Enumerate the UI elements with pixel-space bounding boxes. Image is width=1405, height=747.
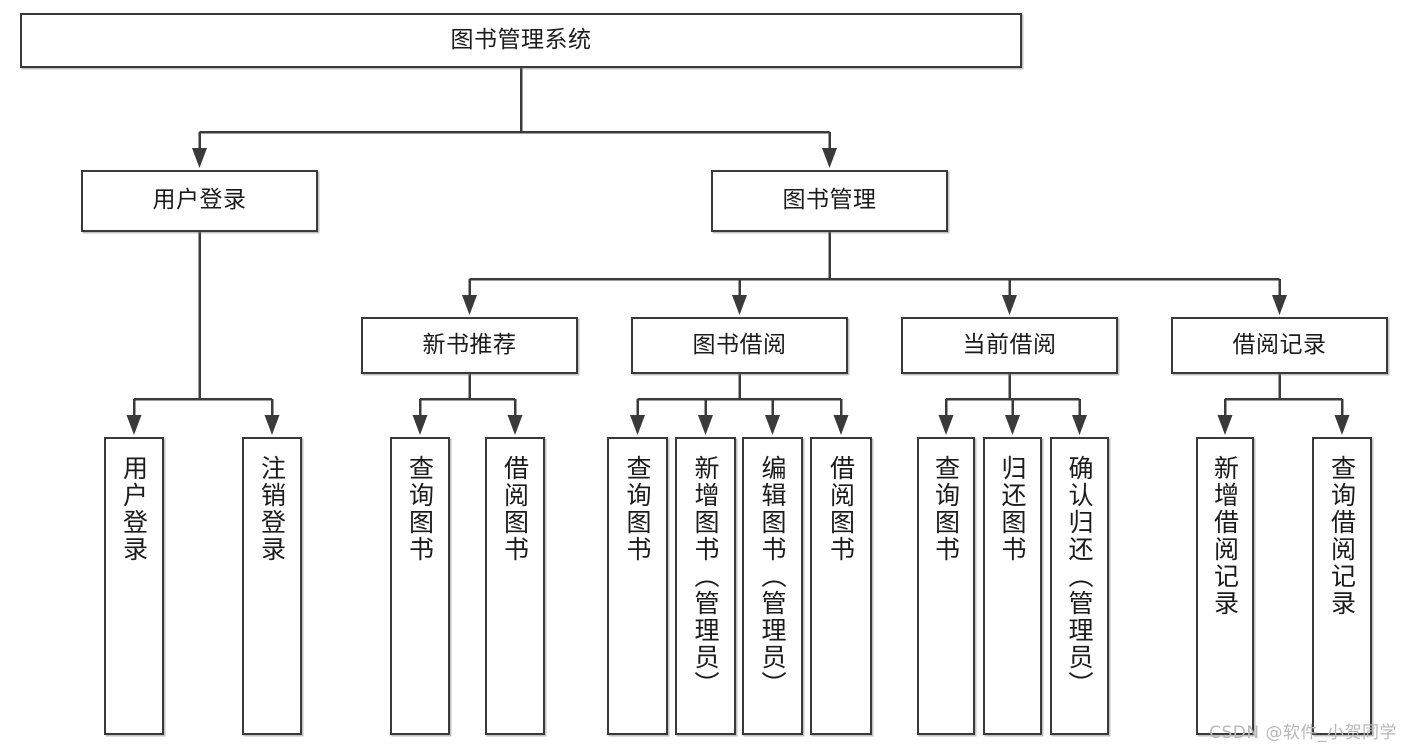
arrowhead bbox=[833, 415, 849, 435]
node-label: 编辑图书（管理员） bbox=[758, 455, 787, 698]
node-root[interactable]: 图书管理系统 bbox=[20, 13, 1022, 68]
node-leaf-logout[interactable]: 注销登录 bbox=[242, 437, 302, 735]
node-leaf-bb2[interactable]: 借阅图书 bbox=[810, 437, 872, 735]
node-records[interactable]: 借阅记录 bbox=[1171, 317, 1388, 374]
node-label: 借阅记录 bbox=[1232, 331, 1327, 358]
node-bookmgmt[interactable]: 图书管理 bbox=[711, 170, 948, 232]
node-leaf-edit[interactable]: 编辑图书（管理员） bbox=[742, 437, 803, 735]
node-leaf-qb1[interactable]: 查询图书 bbox=[390, 437, 450, 735]
arrowhead bbox=[698, 415, 713, 435]
node-label: 归还图书 bbox=[998, 455, 1027, 563]
node-label: 图书管理 bbox=[782, 187, 877, 214]
arrowhead bbox=[264, 415, 280, 435]
node-borrow[interactable]: 图书借阅 bbox=[631, 317, 848, 374]
arrowhead bbox=[412, 415, 428, 435]
node-login[interactable]: 用户登录 bbox=[81, 170, 318, 232]
arrowhead bbox=[462, 295, 477, 315]
arrowhead bbox=[938, 415, 954, 435]
node-label: 借阅图书 bbox=[826, 455, 856, 563]
arrowhead bbox=[1334, 415, 1350, 435]
node-leaf-addrec[interactable]: 新增借阅记录 bbox=[1196, 437, 1254, 735]
arrowhead bbox=[192, 148, 207, 168]
arrowhead bbox=[732, 295, 747, 315]
node-label: 图书借阅 bbox=[692, 331, 787, 358]
arrowhead bbox=[1002, 295, 1017, 315]
node-leaf-qb3[interactable]: 查询图书 bbox=[917, 437, 975, 735]
node-label: 注销登录 bbox=[257, 455, 287, 563]
node-leaf-login[interactable]: 用户登录 bbox=[104, 437, 164, 735]
node-label: 借阅图书 bbox=[500, 455, 530, 563]
arrowhead bbox=[1217, 415, 1233, 435]
node-leaf-conf[interactable]: 确认归还（管理员） bbox=[1050, 437, 1109, 735]
node-label: 新增借阅记录 bbox=[1210, 455, 1240, 617]
node-label: 用户登录 bbox=[152, 187, 247, 214]
node-label: 查询图书 bbox=[405, 455, 435, 563]
arrowhead bbox=[507, 415, 523, 435]
node-current[interactable]: 当前借阅 bbox=[901, 317, 1118, 374]
node-label: 查询图书 bbox=[931, 455, 961, 563]
arrowhead bbox=[1272, 295, 1287, 315]
node-leaf-add[interactable]: 新增图书（管理员） bbox=[675, 437, 736, 735]
arrowhead bbox=[1072, 415, 1087, 435]
arrowhead bbox=[126, 415, 142, 435]
node-leaf-ret[interactable]: 归还图书 bbox=[983, 437, 1042, 735]
arrowhead bbox=[1005, 415, 1020, 435]
node-leaf-qb2[interactable]: 查询图书 bbox=[607, 437, 668, 735]
node-label: 新增图书（管理员） bbox=[691, 455, 720, 698]
watermark: CSDN @软件_小贺同学 bbox=[1209, 723, 1397, 743]
node-label: 查询图书 bbox=[623, 455, 652, 563]
node-leaf-qrec[interactable]: 查询借阅记录 bbox=[1312, 437, 1372, 735]
arrowhead bbox=[822, 148, 837, 168]
node-label: 用户登录 bbox=[119, 455, 149, 563]
node-label: 新书推荐 bbox=[422, 331, 517, 358]
arrowhead bbox=[630, 415, 645, 435]
node-leaf-bb1[interactable]: 借阅图书 bbox=[485, 437, 545, 735]
node-label: 当前借阅 bbox=[962, 331, 1057, 358]
arrowhead bbox=[765, 415, 780, 435]
node-label: 图书管理系统 bbox=[450, 26, 592, 53]
node-label: 确认归还（管理员） bbox=[1065, 455, 1094, 698]
node-label: 查询借阅记录 bbox=[1327, 455, 1357, 617]
node-newrec[interactable]: 新书推荐 bbox=[361, 317, 578, 374]
